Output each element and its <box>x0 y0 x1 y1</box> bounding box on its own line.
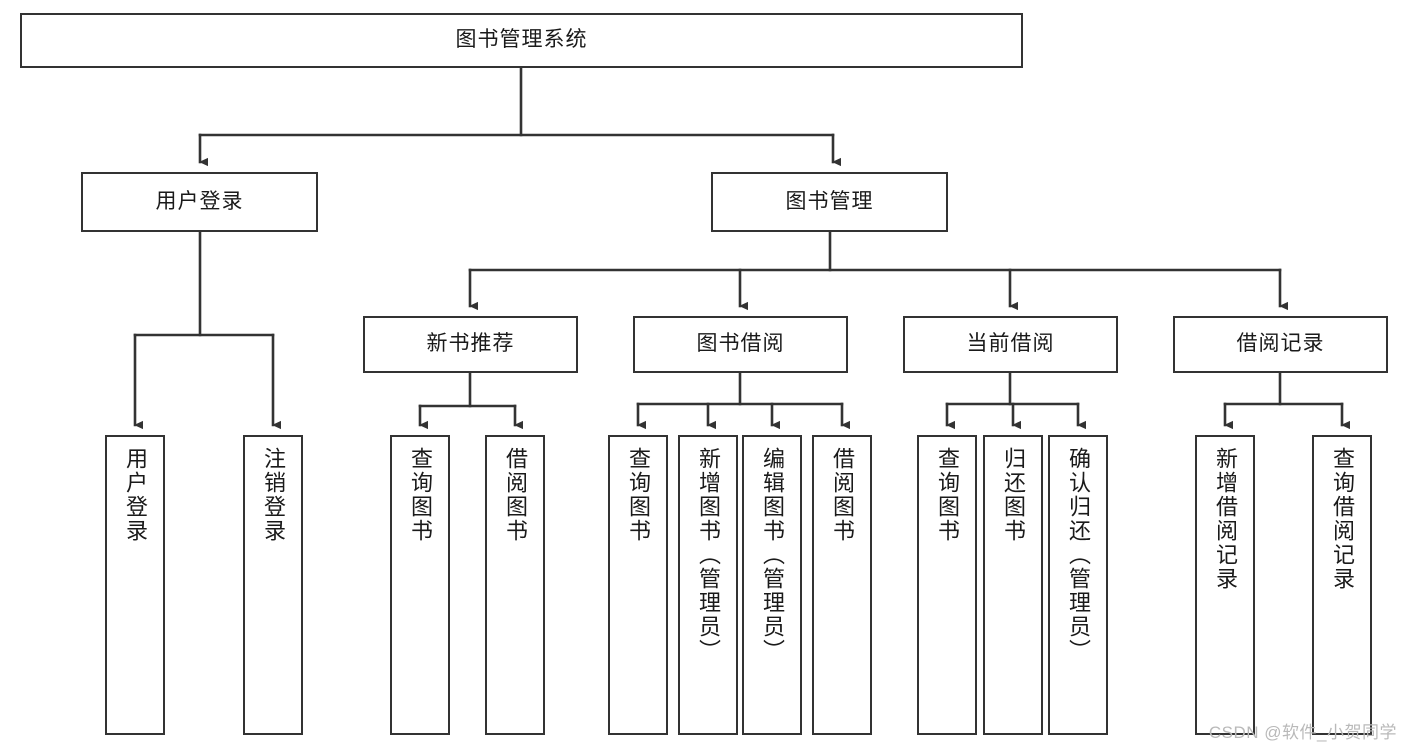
leaf-user-login-login[interactable]: 用户登录 <box>105 435 165 735</box>
watermark-text: CSDN @软件_小贺同学 <box>1208 723 1397 742</box>
leaf-user-login-logout[interactable]: 注销登录 <box>243 435 303 735</box>
node-label: 查询图书 <box>625 447 651 543</box>
node-label: 新书推荐 <box>426 332 515 356</box>
node-current-borrow[interactable]: 当前借阅 <box>903 316 1118 373</box>
node-label: 查询借阅记录 <box>1329 447 1355 591</box>
node-label: 新增借阅记录 <box>1212 447 1238 591</box>
node-label: 当前借阅 <box>966 332 1055 356</box>
node-label: 归还图书 <box>1000 447 1026 543</box>
node-root-book-management-system[interactable]: 图书管理系统 <box>20 13 1023 68</box>
leaf-borrow-record-add-record[interactable]: 新增借阅记录 <box>1195 435 1255 735</box>
node-user-login[interactable]: 用户登录 <box>81 172 318 232</box>
node-label: 查询图书 <box>934 447 960 543</box>
node-label: 图书管理系统 <box>455 28 588 52</box>
leaf-new-book-query-book[interactable]: 查询图书 <box>390 435 450 735</box>
node-label: 确认归还（管理员） <box>1065 447 1091 663</box>
leaf-book-borrow-borrow-book[interactable]: 借阅图书 <box>812 435 872 735</box>
leaf-current-borrow-confirm-return-admin[interactable]: 确认归还（管理员） <box>1048 435 1108 735</box>
node-label: 注销登录 <box>260 447 286 543</box>
leaf-current-borrow-return-book[interactable]: 归还图书 <box>983 435 1043 735</box>
leaf-book-borrow-query-book[interactable]: 查询图书 <box>608 435 668 735</box>
node-label: 借阅图书 <box>829 447 855 543</box>
node-book-borrow[interactable]: 图书借阅 <box>633 316 848 373</box>
node-new-book-recommend[interactable]: 新书推荐 <box>363 316 578 373</box>
node-label: 用户登录 <box>122 447 148 543</box>
leaf-book-borrow-edit-book-admin[interactable]: 编辑图书（管理员） <box>742 435 802 735</box>
node-label: 图书借阅 <box>696 332 785 356</box>
leaf-current-borrow-query-book[interactable]: 查询图书 <box>917 435 977 735</box>
node-label: 用户登录 <box>155 189 244 213</box>
node-label: 新增图书（管理员） <box>695 447 721 663</box>
node-book-management[interactable]: 图书管理 <box>711 172 948 232</box>
node-label: 查询图书 <box>407 447 433 543</box>
node-label: 借阅图书 <box>502 447 528 543</box>
node-borrow-record[interactable]: 借阅记录 <box>1173 316 1388 373</box>
node-label: 编辑图书（管理员） <box>759 447 785 663</box>
node-label: 借阅记录 <box>1236 332 1325 356</box>
node-label: 图书管理 <box>785 189 874 213</box>
leaf-new-book-borrow-book[interactable]: 借阅图书 <box>485 435 545 735</box>
leaf-book-borrow-add-book-admin[interactable]: 新增图书（管理员） <box>678 435 738 735</box>
leaf-borrow-record-query-record[interactable]: 查询借阅记录 <box>1312 435 1372 735</box>
